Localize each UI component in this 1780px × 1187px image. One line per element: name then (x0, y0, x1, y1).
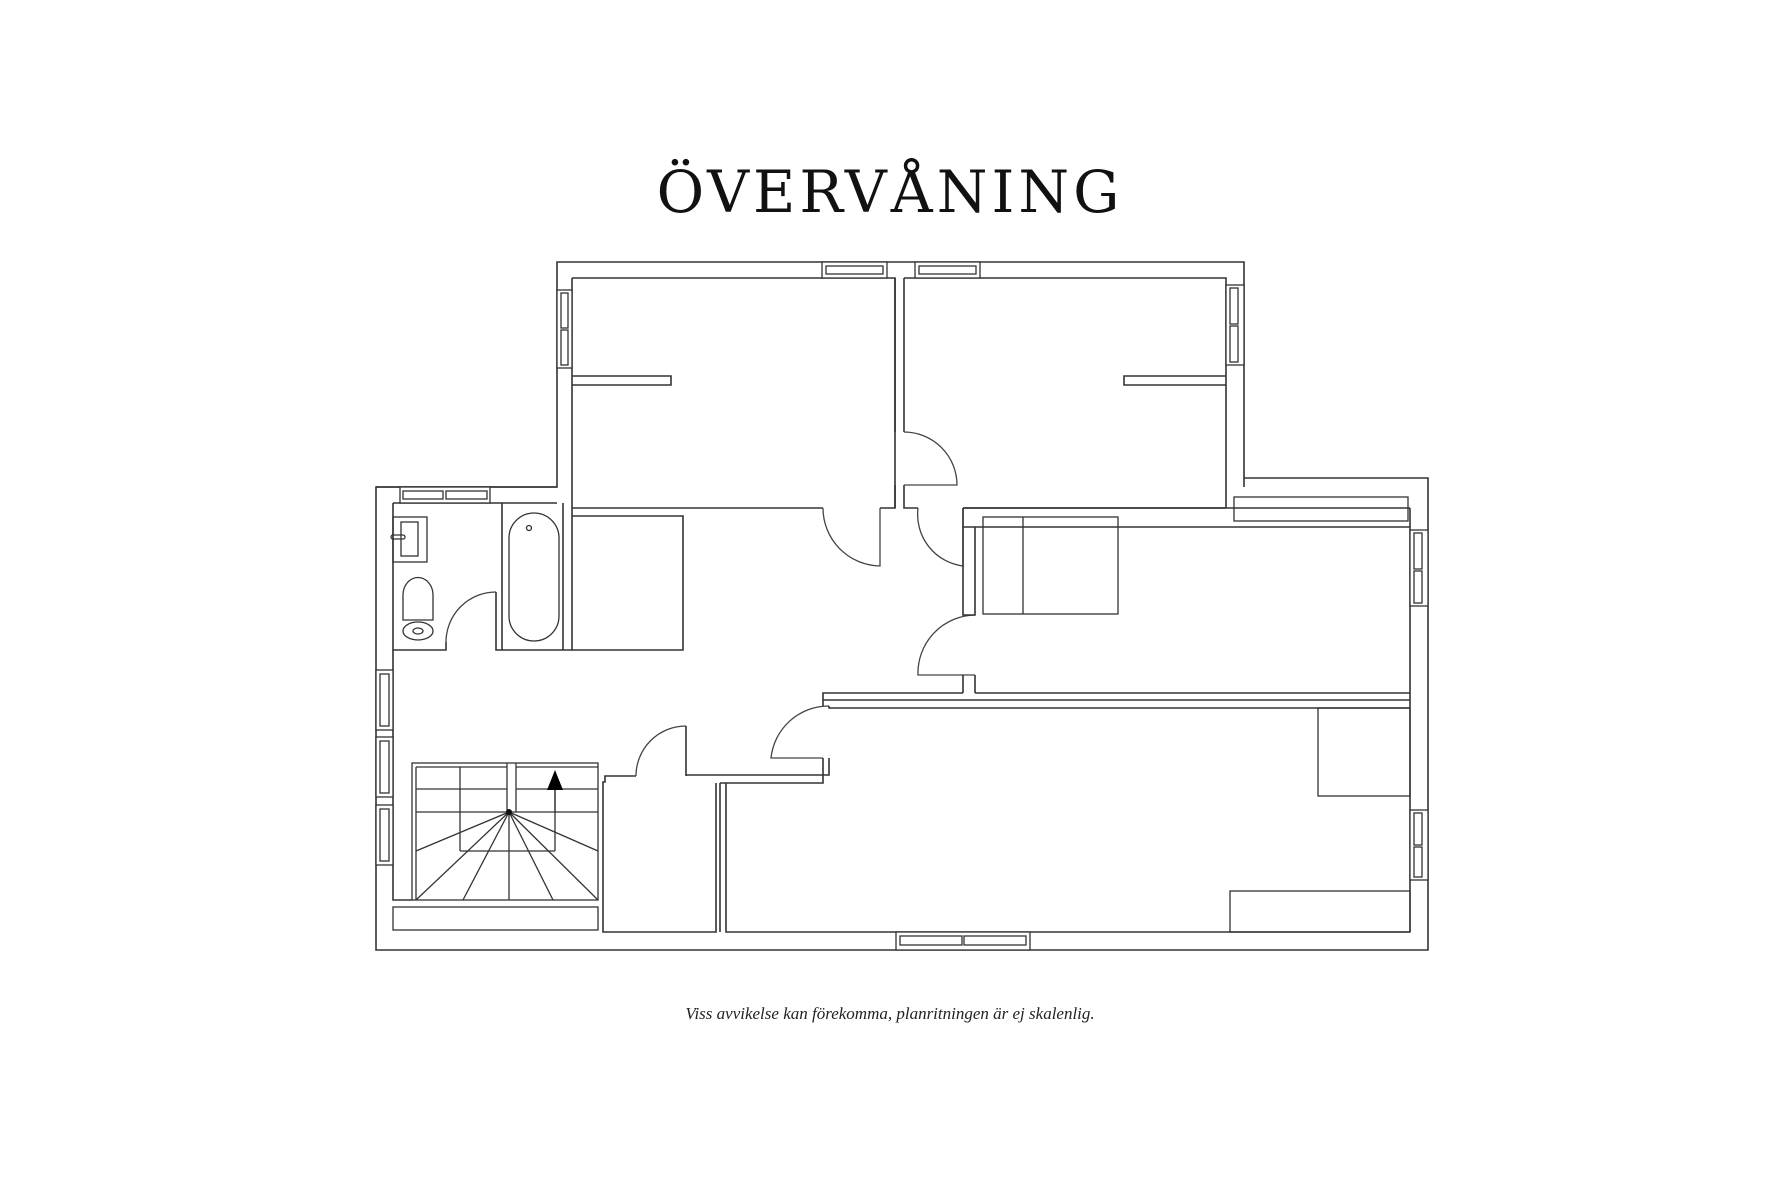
window-bottom (895, 931, 1031, 951)
room-storage-closet (602, 726, 717, 933)
windows-right (1409, 529, 1429, 881)
window-top-left-side (556, 289, 573, 369)
toilet-icon (402, 576, 434, 621)
winder-steps (415, 811, 599, 901)
room-bedroom-top-left (572, 278, 918, 509)
disclaimer-note: Viss avvikelse kan förekomma, planritnin… (685, 1004, 1095, 1023)
window-bathroom (399, 486, 491, 504)
windows-left (375, 669, 394, 866)
room-bathroom (376, 486, 573, 651)
bathtub-icon (508, 512, 560, 642)
corridor-walls (686, 507, 1410, 784)
page-title: ÖVERVÅNING (656, 158, 1124, 226)
outer-walls (375, 261, 1429, 951)
room-bedroom-middle-right (982, 496, 1411, 932)
left-wall (392, 650, 412, 901)
wardrobe-hallway (572, 515, 684, 651)
windows-top (821, 261, 981, 279)
room-large-bottom-right (719, 707, 1411, 933)
room-bedroom-top-right (963, 375, 1245, 509)
wardrobe-icon (982, 516, 1119, 615)
stair-up-arrow-icon (547, 770, 563, 790)
window-top-right-side (1225, 284, 1245, 366)
staircase (392, 762, 599, 931)
doors (445, 431, 976, 777)
